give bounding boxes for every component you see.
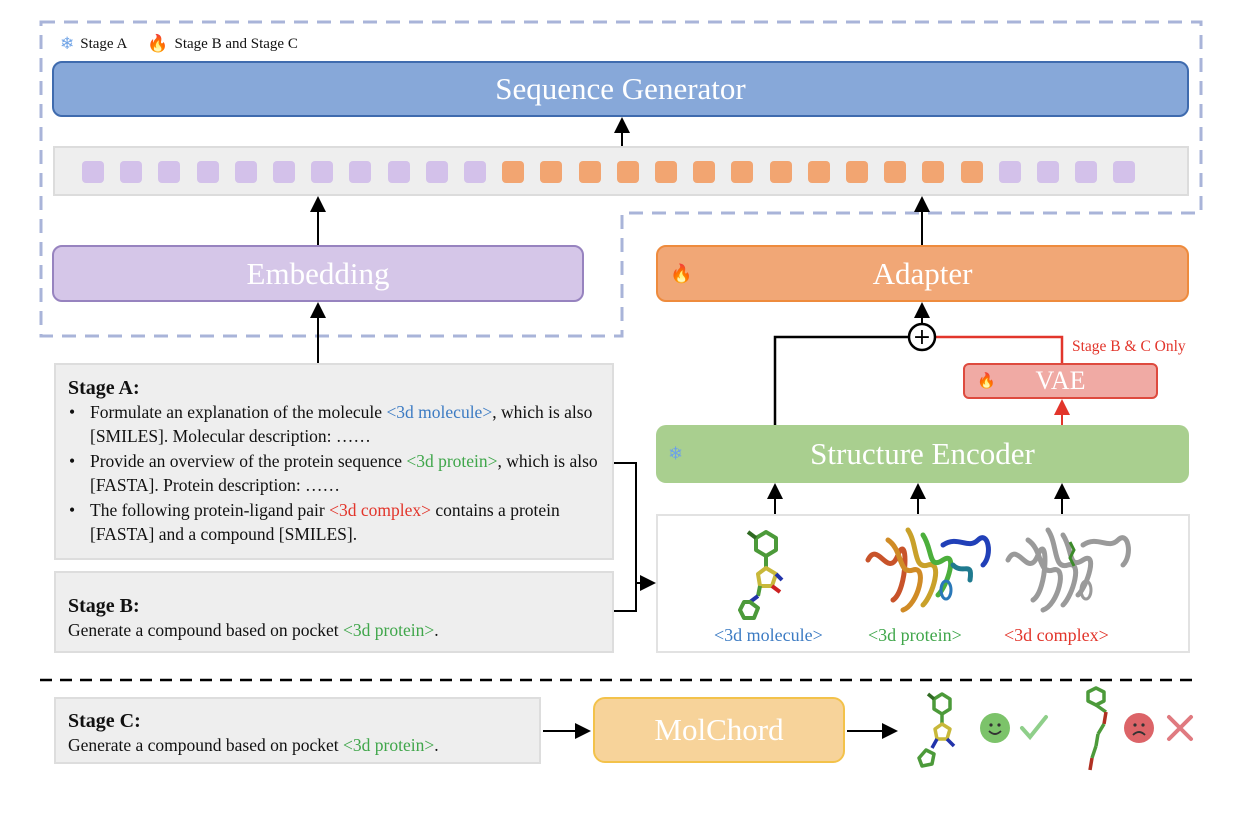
embedding-block: Embedding [52, 245, 584, 302]
text-token [387, 161, 410, 183]
text-token [998, 161, 1021, 183]
3d-protein-image [865, 527, 991, 613]
molecule-tag: <3d molecule> [386, 402, 493, 422]
structure-encoder-block: ❄ Structure Encoder [656, 425, 1189, 483]
protein-tag: <3d protein> [343, 735, 435, 755]
stage-a-prompt: Formulate an explanation of the molecule… [69, 400, 600, 448]
legend-frozen-label: Stage A [80, 35, 128, 52]
text-token [1075, 161, 1098, 183]
structure-token [502, 161, 525, 183]
protein-tag: <3d protein> [343, 620, 435, 640]
snowflake-icon: ❄ [60, 34, 75, 53]
structure-token [922, 161, 945, 183]
fire-icon: 🔥 [670, 263, 693, 283]
stage-a-prompt: The following protein-ligand pair <3d co… [69, 498, 600, 546]
3d-molecule-image [738, 530, 784, 620]
vae-to-sum-line [936, 335, 1064, 363]
structure-token [846, 161, 868, 183]
structure-token [540, 161, 563, 183]
stage-c-title: Stage C: [68, 710, 141, 732]
stage-a-prompt: Provide an overview of the protein seque… [69, 449, 600, 497]
structure-token [731, 161, 754, 183]
text-token [1113, 161, 1136, 183]
protein-tag: <3d protein> [406, 451, 498, 471]
3d-protein-label: <3d protein> [868, 625, 962, 645]
3d-complex-label: <3d complex> [1004, 625, 1109, 645]
vae-stage-note: Stage B & C Only [1072, 338, 1186, 355]
3d-molecule-label: <3d molecule> [714, 625, 823, 645]
checkmark-icon [1020, 715, 1048, 741]
text-token [1037, 161, 1059, 183]
sum-symbol: + [913, 325, 931, 350]
molchord-label: MolChord [654, 712, 784, 747]
structure-inputs-panel: <3d molecule> <3d protein> <3d complex> [656, 514, 1190, 653]
text-token [82, 161, 104, 183]
encoder-skip-line [773, 335, 908, 425]
structure-token [807, 161, 830, 183]
snowflake-icon: ❄ [668, 443, 684, 464]
text-token [120, 161, 143, 183]
text-token [196, 161, 219, 183]
text-token [311, 161, 334, 183]
text-token [425, 161, 448, 183]
sequence-generator-label: Sequence Generator [495, 71, 746, 106]
vae-label: VAE [1035, 366, 1086, 395]
stage-c-prompt: Generate a compound based on pocket <3d … [68, 735, 439, 755]
structure-encoder-label: Structure Encoder [810, 436, 1035, 471]
text-token [158, 161, 181, 183]
structure-token [693, 161, 716, 183]
text-token [234, 161, 257, 183]
structure-token [769, 161, 792, 183]
embedding-label: Embedding [246, 255, 390, 291]
sequence-generator-block: Sequence Generator [52, 61, 1189, 117]
structure-token [616, 161, 639, 183]
token-sequence-bar [53, 146, 1189, 196]
text-token [273, 161, 295, 183]
bracket-stageA-stageB [614, 462, 637, 612]
legend-trainable-label: Stage B and Stage C [174, 35, 298, 52]
stage-a-panel: Stage A: Formulate an explanation of the… [54, 363, 614, 560]
happy-face-icon [980, 713, 1010, 743]
stage-a-title: Stage A: [68, 377, 140, 399]
stage-a-prompt-list: Formulate an explanation of the molecule… [68, 400, 600, 546]
vae-block: 🔥 VAE [963, 363, 1158, 399]
3d-complex-image [1005, 527, 1131, 613]
fire-icon: 🔥 [147, 34, 169, 53]
structure-token [960, 161, 983, 183]
generated-molecule-good-image [917, 692, 956, 768]
generated-molecule-bad-image [1086, 686, 1108, 771]
stage-b-prompt: Generate a compound based on pocket <3d … [68, 620, 439, 640]
stage-b-panel: Stage B: Generate a compound based on po… [54, 571, 614, 653]
legend: ❄ Stage A 🔥 Stage B and Stage C [60, 34, 298, 54]
structure-token [884, 161, 907, 183]
sum-node [907, 322, 937, 352]
fire-icon: 🔥 [977, 373, 996, 390]
adapter-label: Adapter [872, 255, 973, 291]
complex-tag: <3d complex> [329, 500, 431, 520]
molchord-block: MolChord [593, 697, 845, 763]
sad-face-icon [1124, 713, 1154, 743]
stage-c-panel: Stage C: Generate a compound based on po… [54, 697, 541, 764]
cross-icon [1167, 715, 1193, 741]
text-token [349, 161, 372, 183]
text-token [464, 161, 486, 183]
stage-b-title: Stage B: [68, 595, 140, 617]
adapter-block: 🔥 Adapter [656, 245, 1189, 302]
structure-token [655, 161, 677, 183]
structure-token [578, 161, 601, 183]
